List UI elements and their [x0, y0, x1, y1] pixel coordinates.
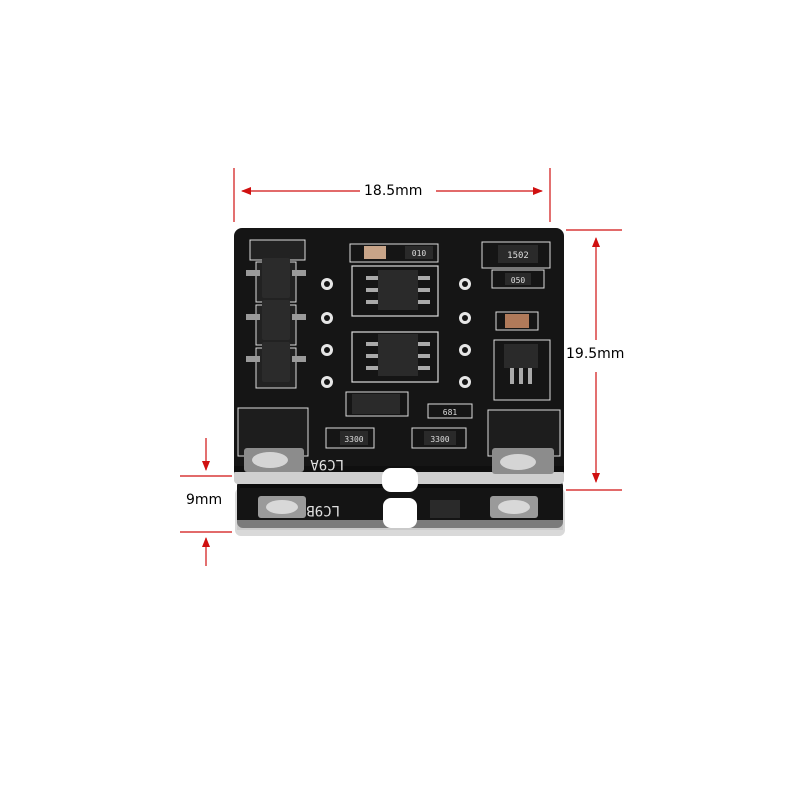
resistor-label-1: 1502 [507, 251, 529, 261]
resistor-label-3: 010 [412, 249, 427, 258]
top-board-label: LC9A [310, 456, 344, 472]
resistor-label-6: 681 [443, 408, 458, 417]
thickness-dimension-label: 9mm [186, 492, 223, 508]
resistor-label-5: 3300 [430, 435, 449, 444]
top-board: 010 1502 050 681 3300 [234, 228, 564, 492]
dimension-lines [180, 168, 622, 566]
resistor-label-4: 3300 [344, 435, 363, 444]
bottom-board: LC9B [235, 480, 565, 536]
bottom-board-label: LC9B [306, 502, 340, 518]
height-dimension-label: 19.5mm [566, 346, 625, 362]
resistor-label-2: 050 [511, 276, 526, 285]
width-dimension-label: 18.5mm [364, 183, 423, 199]
